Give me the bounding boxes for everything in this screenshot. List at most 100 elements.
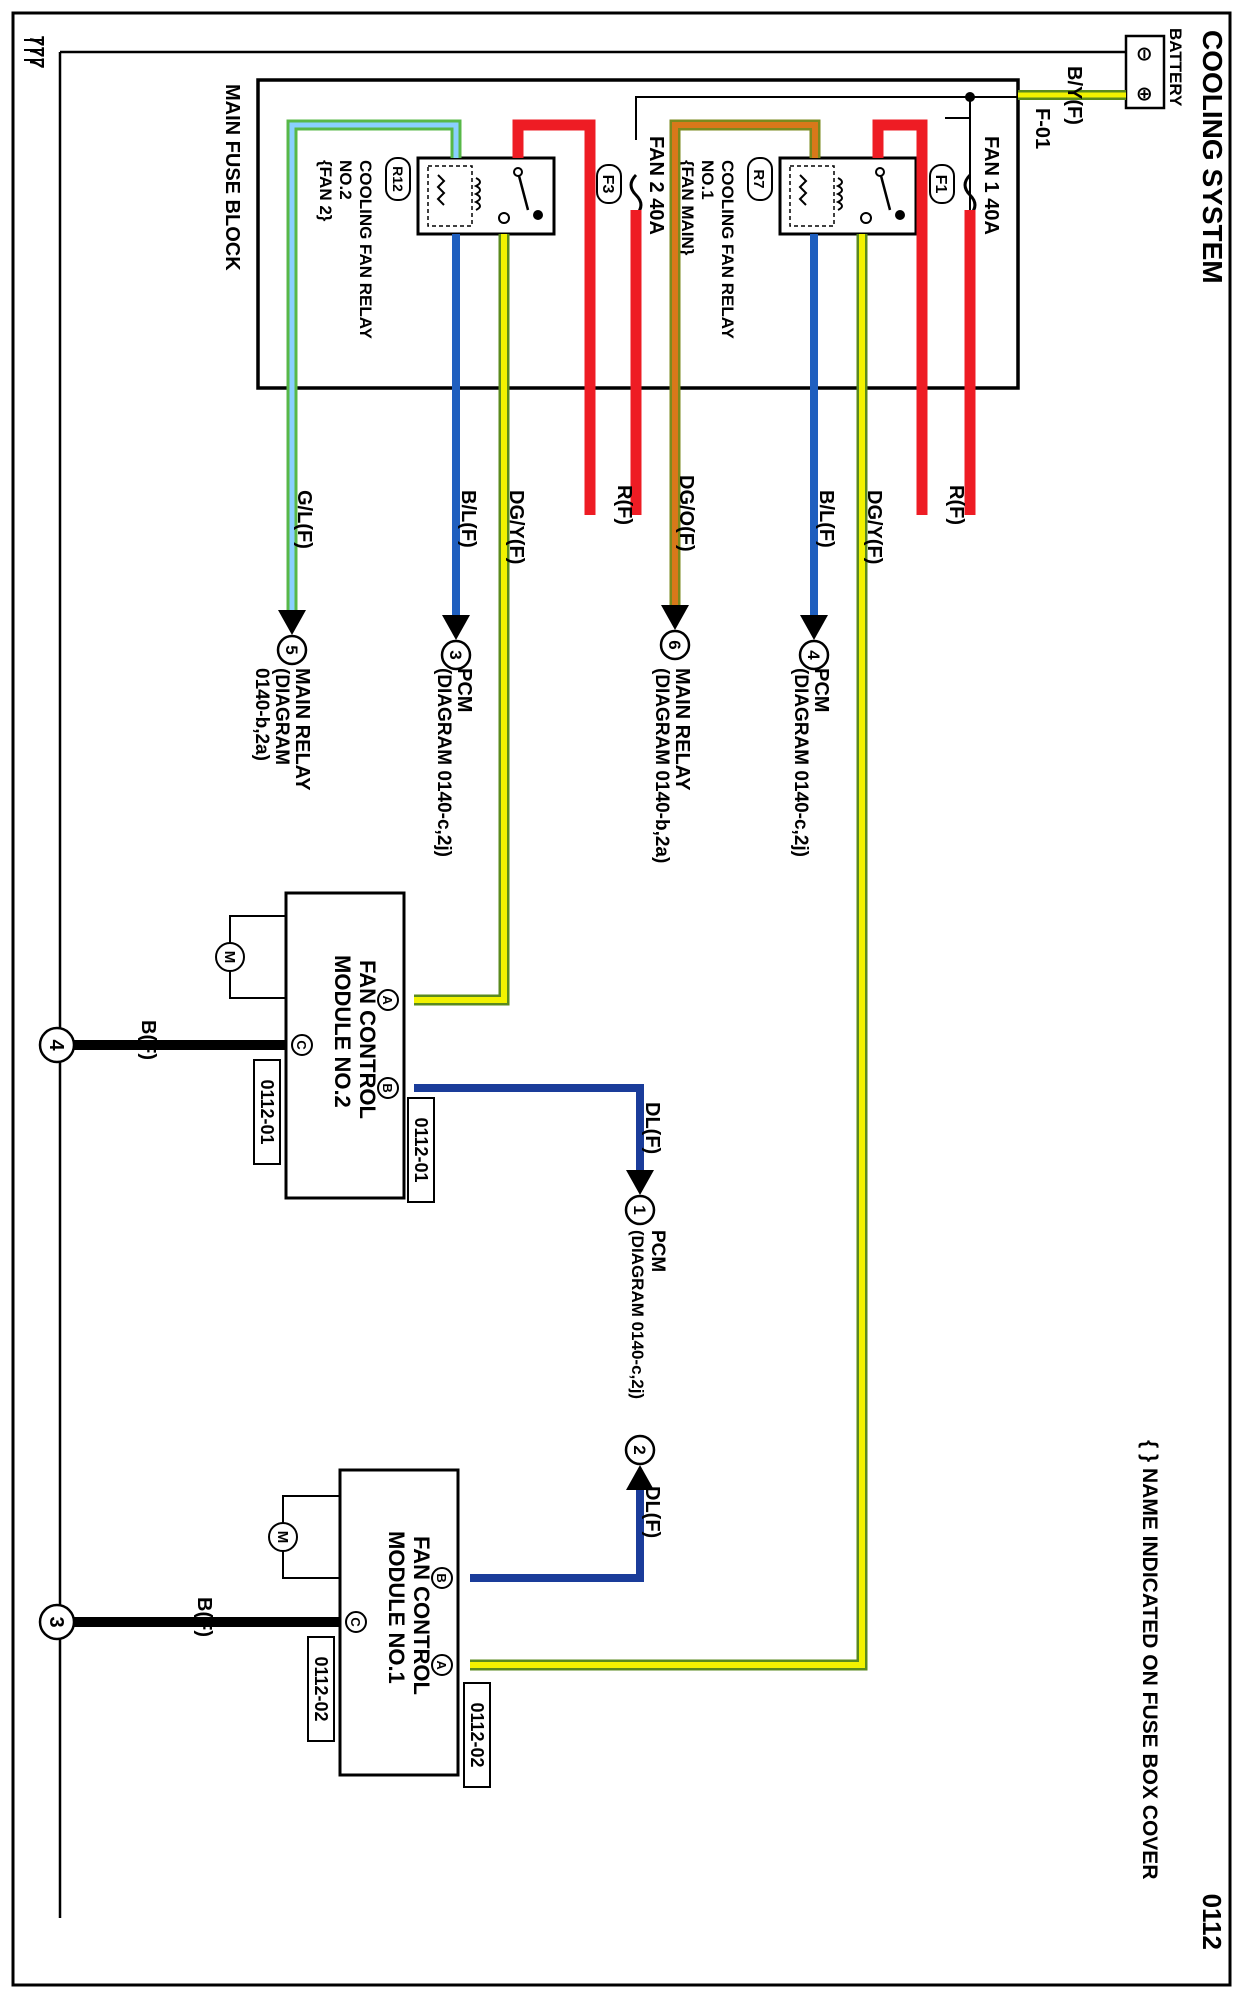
battery-negative: ⊖ (1133, 46, 1155, 63)
terminal-pcm1-number: 1 (630, 1205, 649, 1214)
terminal-pcm1: 1 (624, 1194, 656, 1226)
terminal-main-relay6-line2: (DIAGRAM 0140-b,2a) (651, 668, 672, 863)
fuse-fan2-label: FAN 2 40A (645, 136, 667, 235)
motor-module2-label: M (221, 951, 238, 964)
svg-text:4: 4 (45, 1039, 67, 1051)
ground-symbol (24, 39, 42, 61)
wire-label-gl: G/L(F) (293, 490, 315, 549)
fuse-f1-tag: F1 (932, 175, 949, 194)
relay-no2-line1: COOLING FAN RELAY (356, 160, 375, 339)
wire-label-b-module1: B(F) (193, 1597, 215, 1637)
terminal-pcm1-line2: (DIAGRAM 0140-c,2j) (628, 1230, 647, 1399)
svg-text:C: C (294, 1040, 309, 1050)
svg-text:B: B (380, 1083, 395, 1092)
wire-label-bl1: B/L(F) (815, 490, 837, 548)
svg-text:B: B (434, 1573, 449, 1582)
diagram-number: 0112 (1197, 1894, 1227, 1950)
fuse-fan2 (629, 173, 643, 217)
wire-r-relay2 (512, 119, 642, 515)
wire-dgy1 (470, 234, 868, 1671)
module2-line1: FAN CONTROL (355, 960, 380, 1119)
main-fuse-block-label: MAIN FUSE BLOCK (221, 84, 243, 271)
arrow-pcm1 (626, 1170, 654, 1195)
svg-text:3: 3 (45, 1616, 67, 1627)
relay-no2 (416, 156, 556, 236)
wire-dgo (669, 119, 821, 605)
module1-pin-b: B (431, 1567, 453, 1589)
arrow-pcm4 (800, 615, 828, 640)
module2-connector-box-2 (253, 1059, 281, 1165)
terminal-pcm3: 3 (440, 639, 472, 671)
svg-text:C: C (348, 1617, 363, 1627)
wire-label-dl1: DL(F) (641, 1102, 663, 1154)
relay-r7-tag: R7 (750, 169, 767, 188)
module2-connector-box-1 (407, 1097, 435, 1203)
wire-dgy2 (414, 234, 510, 1006)
terminal-main-relay5-line1: MAIN RELAY (291, 668, 313, 791)
wire-label-bl2: B/L(F) (457, 490, 479, 548)
module1-pin-a: A (431, 1654, 453, 1676)
fuse-box-note: { } NAME INDICATED ON FUSE BOX COVER (1138, 1440, 1161, 1879)
ground-label: 777 (25, 35, 47, 68)
fuse-f1-tag-box (929, 164, 955, 204)
wire-label-dl2: DL(F) (641, 1486, 663, 1538)
module1-line1: FAN CONTROL (409, 1536, 434, 1695)
relay-no1 (778, 156, 918, 236)
wire-r-relay1 (872, 119, 976, 515)
battery-positive: ⊕ (1133, 86, 1155, 103)
motor-module1: M (268, 1495, 340, 1579)
page-border (11, 11, 1232, 1987)
relay-r12-tag-box (385, 157, 411, 201)
terminal-main-relay5-number: 5 (282, 645, 301, 654)
module2-connector-1: 0112-01 (411, 1117, 431, 1182)
terminal-pcm4: 4 (798, 639, 830, 671)
fuse-fan1 (963, 173, 977, 217)
terminal-pcm2: 2 (624, 1434, 656, 1466)
wire-label-dgy2: DG/Y(F) (505, 490, 527, 564)
arrow-main-relay6 (661, 605, 689, 630)
relay-no1-line2: NO.1 (698, 160, 717, 200)
module2-pin-a: A (377, 989, 399, 1011)
wire-dl2 (470, 1490, 644, 1582)
module1-line2: MODULE NO.1 (384, 1531, 409, 1684)
module1-connector-1: 0112-02 (467, 1702, 487, 1767)
terminal-pcm4-line2: (DIAGRAM 0140-c,2j) (790, 668, 811, 857)
module2-pin-b: B (377, 1077, 399, 1099)
wire-gl (286, 119, 462, 610)
module1-connector-2: 0112-02 (311, 1656, 331, 1721)
wire-label-dgy1: DG/Y(F) (863, 490, 885, 564)
relay-no2-line3: {FAN 2} (316, 160, 335, 222)
module1-connector-box-1 (463, 1682, 491, 1788)
terminal-pcm3-line2: (DIAGRAM 0140-c,2j) (433, 668, 454, 857)
terminal-main-relay5-line3: 0140-b,2a) (251, 668, 272, 761)
wire-label-dgo: DG/O(F) (675, 475, 697, 552)
terminal-pcm4-number: 4 (804, 650, 823, 660)
module1-pin-c: C (345, 1611, 367, 1633)
terminal-pcm4-line1: PCM (810, 668, 832, 712)
fuse-fan1-label: FAN 1 40A (980, 136, 1002, 235)
module1-connector-box-2 (307, 1636, 335, 1742)
terminal-pcm3-line1: PCM (453, 668, 475, 712)
wire-label-r2: R(F) (613, 485, 635, 525)
wire-label-by: B/Y(F) (1063, 66, 1085, 125)
junction-dot (965, 92, 975, 102)
wire-label-b-module2: B(F) (137, 1020, 159, 1060)
module2-line2: MODULE NO.2 (330, 955, 355, 1108)
battery-symbol (1124, 34, 1166, 110)
relay-no1-line3: {FAN MAIN} (678, 160, 697, 256)
terminal-main-relay5-line2: (DIAGRAM (271, 668, 292, 765)
ground-point-3: 3 (38, 1603, 76, 1641)
relay-r12-tag: R12 (390, 166, 406, 192)
terminal-main-relay6: 6 (659, 629, 691, 661)
svg-text:A: A (434, 1660, 449, 1670)
fuse-f3-tag: F3 (599, 175, 616, 194)
wire-label-r1: R(F) (945, 485, 967, 525)
module2-connector-2: 0112-01 (257, 1079, 277, 1144)
terminal-main-relay5: 5 (276, 634, 308, 666)
connector-f01: F-01 (1031, 108, 1053, 149)
terminal-main-relay6-line1: MAIN RELAY (671, 668, 693, 791)
relay-r7-tag-box (747, 157, 773, 201)
relay-no1-line1: COOLING FAN RELAY (718, 160, 737, 339)
arrow-pcm3 (442, 615, 470, 640)
